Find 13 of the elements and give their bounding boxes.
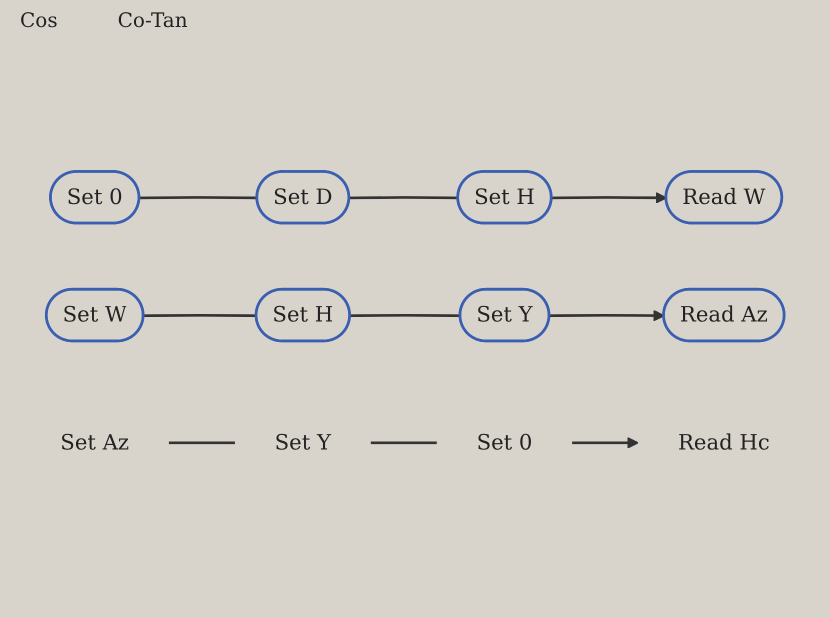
node-text: Set Y [274, 430, 331, 455]
column-heading: Cos [20, 8, 58, 32]
connector [144, 314, 257, 318]
arrow [572, 437, 639, 449]
connector [168, 442, 235, 444]
node-text: Set 0 [476, 430, 532, 455]
node-text: Read Hc [678, 430, 770, 455]
connector [350, 314, 461, 318]
connector [140, 196, 258, 200]
column-heading: Co-Tan [118, 8, 188, 32]
node-text: Set Az [60, 430, 130, 455]
connector [349, 196, 458, 200]
connector [370, 442, 437, 444]
